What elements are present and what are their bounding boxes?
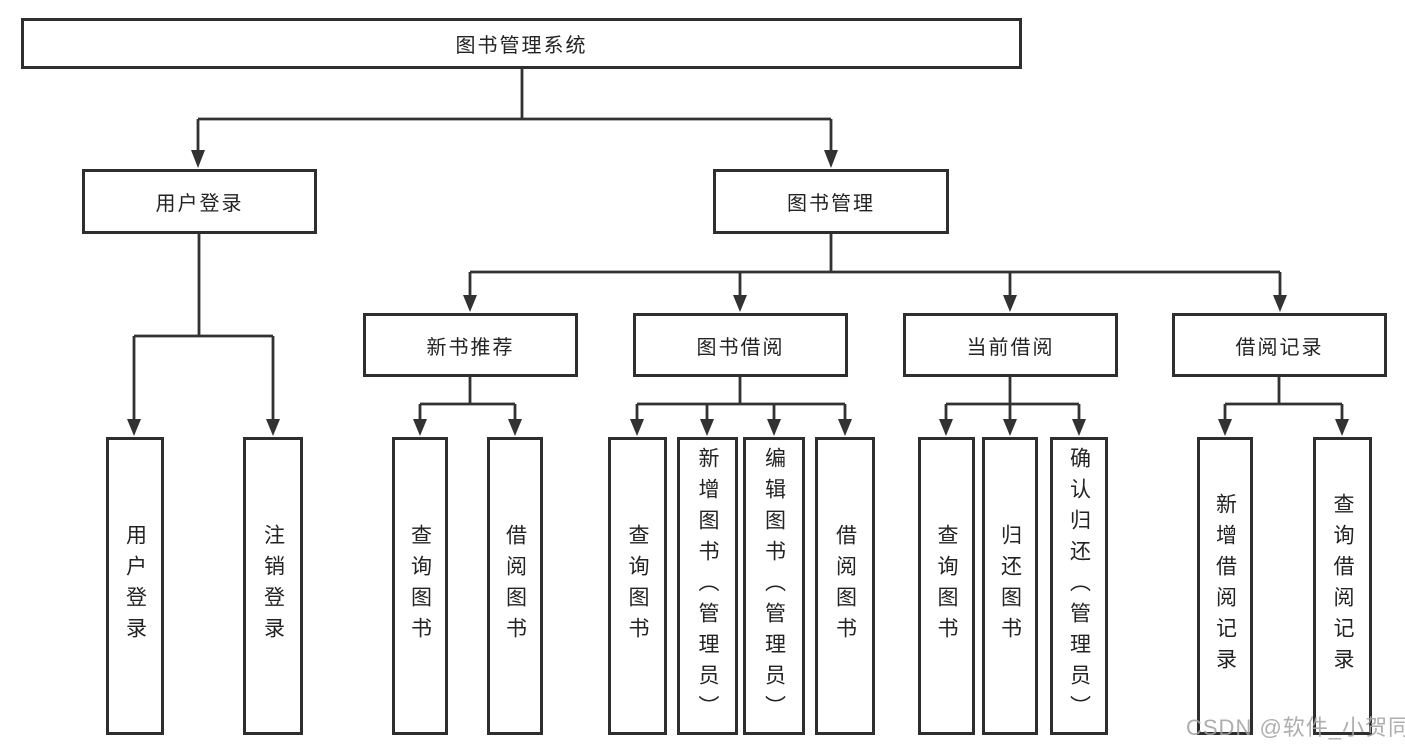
node-new-book-recommend-label: 新书推荐 (426, 336, 515, 359)
leaf-query-books-recommend: 查询图书 (392, 437, 448, 735)
leaf-add-borrow-record-label: 新增借阅记录 (1213, 493, 1237, 679)
node-book-borrow: 图书借阅 (633, 313, 848, 377)
leaf-query-books-current: 查询图书 (918, 437, 975, 735)
node-borrow-records: 借阅记录 (1172, 313, 1387, 377)
leaf-add-book-admin-label: 新增图书（管理员） (696, 446, 719, 726)
connector-current-borrow (939, 377, 1086, 436)
leaf-return-book: 归还图书 (982, 437, 1038, 735)
leaf-query-books-borrow-label: 查询图书 (626, 524, 649, 648)
node-book-management-label: 图书管理 (787, 193, 875, 215)
leaf-add-borrow-record: 新增借阅记录 (1197, 437, 1253, 735)
connector-book-borrow (630, 377, 852, 436)
node-borrow-records-label: 借阅记录 (1235, 336, 1324, 359)
node-new-book-recommend: 新书推荐 (363, 313, 578, 377)
leaf-confirm-return-admin-label: 确认归还（管理员） (1067, 446, 1091, 726)
node-current-borrow-label: 当前借阅 (966, 336, 1055, 359)
leaf-edit-book-admin-label: 编辑图书（管理员） (762, 446, 786, 726)
leaf-borrow-books-label: 借阅图书 (833, 524, 857, 648)
leaf-query-books-current-label: 查询图书 (935, 524, 958, 648)
node-current-borrow: 当前借阅 (903, 313, 1118, 377)
csdn-watermark: CSDN @软件_小贺同学 (1186, 715, 1405, 740)
connector-user-login (127, 234, 280, 436)
leaf-query-books-borrow: 查询图书 (608, 437, 667, 735)
connector-borrow-records (1218, 377, 1349, 436)
leaf-query-books-recommend-label: 查询图书 (408, 524, 432, 648)
leaf-borrow-books-recommend: 借阅图书 (487, 437, 543, 735)
connector-new-book-recommend (413, 377, 522, 436)
node-library-system: 图书管理系统 (21, 18, 1022, 69)
leaf-add-book-admin: 新增图书（管理员） (677, 437, 738, 735)
leaf-confirm-return-admin: 确认归还（管理员） (1050, 437, 1108, 735)
leaf-logout-label: 注销登录 (261, 524, 285, 648)
leaf-borrow-books-recommend-label: 借阅图书 (503, 524, 527, 648)
node-library-system-label: 图书管理系统 (455, 35, 588, 57)
leaf-logout: 注销登录 (243, 437, 303, 735)
node-user-login: 用户登录 (82, 169, 317, 234)
connector-book-management (463, 234, 1287, 312)
node-user-login-label: 用户登录 (155, 193, 244, 215)
connector-root (191, 69, 838, 168)
node-book-borrow-label: 图书借阅 (696, 336, 785, 359)
leaf-return-book-label: 归还图书 (998, 524, 1022, 648)
leaf-borrow-books: 借阅图书 (815, 437, 875, 735)
node-book-management: 图书管理 (713, 169, 949, 234)
leaf-edit-book-admin: 编辑图书（管理员） (743, 437, 805, 735)
leaf-user-login-label: 用户登录 (123, 524, 147, 648)
leaf-query-borrow-record-label: 查询借阅记录 (1331, 493, 1354, 679)
leaf-query-borrow-record: 查询借阅记录 (1313, 437, 1372, 735)
leaf-user-login: 用户登录 (106, 437, 164, 735)
